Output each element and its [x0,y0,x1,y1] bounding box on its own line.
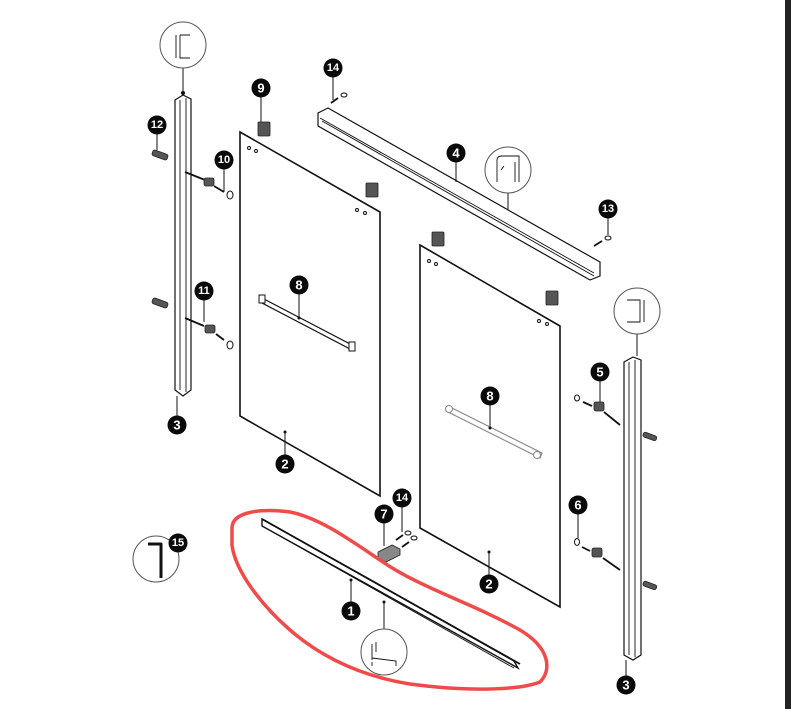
callout-1: 1 [341,601,361,621]
svg-text:3: 3 [622,678,629,693]
top-header-rail [317,107,601,281]
callout-2-front: 2 [479,574,499,594]
callout-15: 15 [168,533,188,553]
end-cap-screw-left [330,76,348,104]
callout-13: 13 [598,199,618,219]
bottom-track[interactable] [261,517,521,670]
towel-bar-rear [258,293,356,352]
callout-6: 6 [568,495,588,515]
callout-14-top: 14 [323,58,343,78]
svg-text:6: 6 [574,498,581,513]
callout-7: 7 [374,504,394,524]
door-guide-7 [377,522,401,563]
end-cap-screw-right [593,217,612,247]
callout-3-left: 3 [167,415,187,435]
svg-text:13: 13 [602,203,614,215]
callout-9: 9 [251,78,271,98]
screw-set-11 [184,299,234,350]
callout-3-right: 3 [616,675,636,695]
left-wall-jamb [174,68,192,418]
callout-8-front: 8 [480,386,500,406]
callout-8-rear: 8 [289,275,309,295]
roller-hanger-front-right [545,290,559,306]
washer-6 [574,513,658,591]
svg-text:2: 2 [485,577,492,592]
callout-10: 10 [214,150,234,170]
svg-text:10: 10 [218,154,230,166]
detail-view-track [360,628,408,676]
svg-text:8: 8 [486,389,493,404]
wall-anchor-bottom [151,297,169,309]
svg-text:4: 4 [452,146,460,161]
highlight-outline [230,508,549,691]
glass-panel-rear [239,130,381,498]
svg-text:2: 2 [281,457,288,472]
svg-text:3: 3 [173,418,180,433]
callout-11: 11 [194,281,214,301]
detail-view-right-jamb [613,287,661,335]
svg-text:12: 12 [151,119,163,131]
right-wall-jamb [623,334,642,677]
svg-text:14: 14 [396,492,409,504]
wall-anchor-top [151,149,169,161]
towel-bar-front [445,404,543,459]
svg-text:11: 11 [198,285,210,297]
roller-hanger-front-left [431,231,445,247]
svg-text:7: 7 [380,507,387,522]
window-edge-bar [785,0,791,709]
svg-text:5: 5 [596,365,603,380]
detail-view-header [484,146,532,194]
guide-screws-14 [395,506,418,548]
screw-set-10 [184,168,234,200]
callout-4: 4 [446,143,466,163]
callout-14-guide: 14 [392,488,412,508]
jamb-bracket-5 [574,380,658,442]
svg-text:15: 15 [172,537,184,549]
detail-view-hexkey [132,535,180,583]
svg-text:8: 8 [295,278,302,293]
svg-text:14: 14 [327,62,340,74]
callout-2-rear: 2 [275,454,295,474]
callout-5: 5 [590,362,610,382]
svg-text:1: 1 [347,604,354,619]
roller-hanger-rear-right [365,182,379,198]
roller-hanger-rear-left [257,96,271,137]
svg-text:9: 9 [257,81,264,96]
detail-view-left-jamb [159,21,207,69]
callout-12: 12 [147,115,167,135]
